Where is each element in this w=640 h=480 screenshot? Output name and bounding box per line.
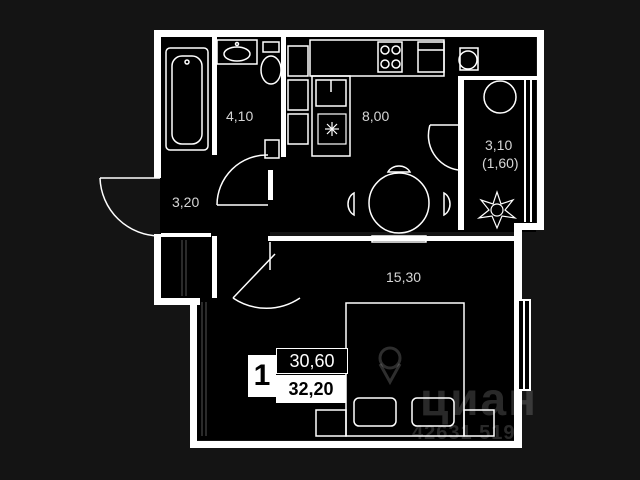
- ventilation-shaft: [287, 45, 309, 145]
- balcony-window: [524, 80, 532, 222]
- kitchen-area-label: 8,00: [362, 108, 390, 124]
- bathroom-door: [216, 154, 269, 206]
- floor-area: [160, 36, 536, 440]
- watermark-brand: циан: [420, 373, 538, 425]
- bathroom-area-label: 4,10: [226, 108, 254, 124]
- freezer-icon: [317, 113, 347, 145]
- balcony-table-icon: [458, 47, 517, 114]
- hall-area-label: 3,20: [172, 194, 200, 210]
- living-area-label: 15,30: [386, 269, 422, 285]
- inner-walls: [161, 37, 537, 298]
- closet-icon: [181, 240, 207, 436]
- balcony-reduced-area-label: (1,60): [482, 155, 519, 171]
- sink-icon: [216, 39, 258, 65]
- stove-icon: [377, 41, 403, 73]
- bathtub-icon: [165, 47, 209, 151]
- dining-table-icon: [347, 165, 451, 243]
- entrance-door: [99, 177, 161, 237]
- balcony-area-label: 3,10: [485, 137, 513, 153]
- rooms-count-badge: 1: [248, 355, 276, 397]
- living-area-badge: 32,20: [276, 375, 346, 403]
- toilet-icon: [260, 41, 282, 85]
- kitchen-sink-icon: [315, 79, 347, 107]
- fridge-icon: [417, 41, 445, 73]
- living-window: [517, 299, 531, 391]
- plant-icon: [476, 190, 518, 230]
- living-room-door: [232, 242, 301, 309]
- location-pin-icon: [378, 346, 402, 386]
- total-area-badge: 30,60: [276, 348, 348, 374]
- balcony-door: [427, 124, 459, 171]
- shelf-icon: [264, 139, 280, 159]
- watermark-listing-id: 42631 519: [412, 422, 516, 444]
